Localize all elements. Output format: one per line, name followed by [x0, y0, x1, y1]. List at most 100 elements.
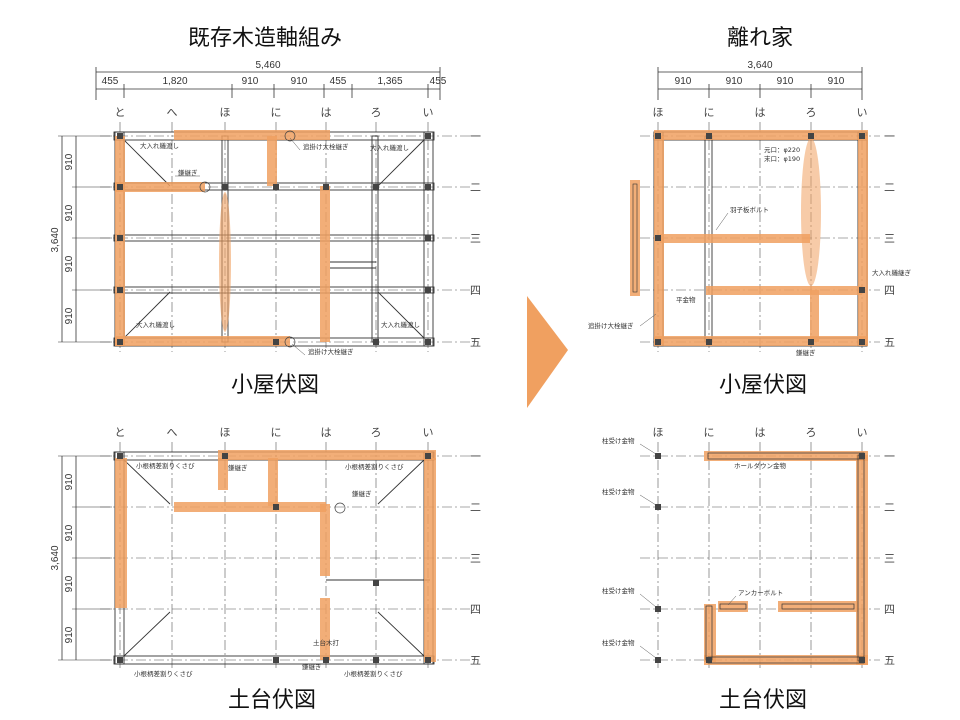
left-roof-plan: 5,460 455 1,820 910 910 455 1,365 455 と … [50, 60, 481, 356]
column-label: ほ [220, 426, 231, 439]
annotation: 鎌継ぎ [178, 168, 198, 177]
annotation: 鎌継ぎ [302, 662, 322, 671]
annotation: 柱受け金物 [602, 638, 635, 647]
annotation: 鎌継ぎ [796, 348, 816, 357]
span-dim: 455 [330, 76, 347, 87]
annotation: 大入れ蟻渡し [370, 143, 409, 152]
column-label: い [423, 426, 434, 439]
right-top-caption: 小屋伏図 [719, 373, 807, 398]
annotation: 大入れ蟻継ぎ [872, 268, 912, 277]
column-label: に [704, 426, 715, 439]
left-title: 既存木造軸組み [188, 26, 342, 51]
annotation: 鎌継ぎ [228, 463, 248, 472]
row-label: 一 [884, 450, 895, 463]
span-dim: 910 [726, 76, 743, 87]
span-dim: 1,365 [377, 76, 402, 87]
row-label: 二 [884, 181, 895, 194]
annotation: 追掛け大栓継ぎ [303, 142, 349, 151]
row-label: 五 [884, 654, 895, 667]
annotation: 土台木打 [313, 638, 340, 647]
column-label: へ [167, 106, 178, 119]
column-label: と [115, 106, 126, 119]
overall-width-dim: 5,460 [255, 60, 280, 71]
row-span-dim: 910 [64, 473, 75, 490]
row-label: 五 [470, 654, 481, 667]
highlight-members [630, 130, 868, 346]
column-label: は [755, 106, 766, 119]
right-roof-plan: 3,640 910 910 910 910 ほ に は ろ い [588, 60, 912, 357]
row-span-dim: 910 [64, 255, 75, 272]
annotation: 大入れ蟻渡し [140, 141, 179, 150]
annotation: 追掛け大栓継ぎ [308, 347, 354, 356]
highlight-members [115, 130, 330, 346]
row-label: 四 [470, 603, 481, 616]
annotation: 柱受け金物 [602, 436, 635, 445]
row-label: 二 [470, 181, 481, 194]
overall-width-dim: 3,640 [747, 60, 772, 71]
column-label: へ [167, 426, 178, 439]
annotation: 小根柄差割りくさび [344, 669, 403, 678]
column-label: は [321, 106, 332, 119]
column-label: ろ [806, 426, 817, 439]
span-dim: 910 [828, 76, 845, 87]
annotation: 平金物 [676, 295, 696, 304]
annotation: 羽子板ボルト [730, 205, 769, 214]
column-label: ろ [806, 106, 817, 119]
left-foundation-plan: と へ ほ に は ろ い 3,640 910 910 910 910 [50, 426, 481, 678]
annotation: 小根柄差割りくさび [134, 669, 193, 678]
annotation: 追掛け大栓継ぎ [588, 321, 634, 330]
row-label: 五 [470, 336, 481, 349]
column-label: い [857, 106, 868, 119]
row-label: 一 [470, 130, 481, 143]
row-label: 三 [884, 232, 895, 245]
annotation: 元口：φ220 [764, 146, 800, 154]
column-label: ろ [371, 106, 382, 119]
span-dim: 455 [430, 76, 447, 87]
span-dim: 910 [242, 76, 259, 87]
row-span-dim: 910 [64, 153, 75, 170]
annotation: 鎌継ぎ [352, 489, 372, 498]
row-span-dim: 910 [64, 307, 75, 324]
column-label: ほ [653, 106, 664, 119]
row-span-dim: 910 [64, 524, 75, 541]
span-dim: 910 [291, 76, 308, 87]
annotation: 末口：φ190 [764, 154, 800, 163]
column-label: に [271, 426, 282, 439]
annotation: 小根柄差割りくさび [136, 461, 195, 470]
highlight-members [704, 451, 868, 665]
left-top-caption: 小屋伏図 [231, 373, 319, 398]
span-dim: 455 [102, 76, 119, 87]
annotation: 柱受け金物 [602, 487, 635, 496]
span-dim: 910 [675, 76, 692, 87]
annotation: ホールダウン金物 [734, 461, 787, 470]
column-label: い [423, 106, 434, 119]
column-label: ほ [220, 106, 231, 119]
span-dim: 910 [777, 76, 794, 87]
left-bottom-caption: 土台伏図 [228, 688, 316, 713]
row-label: 四 [884, 284, 895, 297]
column-label: に [704, 106, 715, 119]
row-label: 三 [470, 552, 481, 565]
row-label: 三 [470, 232, 481, 245]
row-label: 四 [470, 284, 481, 297]
row-label: 四 [884, 603, 895, 616]
column-label: は [321, 426, 332, 439]
annotation: アンカーボルト [738, 589, 783, 597]
column-label: ほ [653, 426, 664, 439]
row-span-dim: 910 [64, 575, 75, 592]
row-label: 五 [884, 336, 895, 349]
annotation: 大入れ蟻渡し [136, 320, 175, 329]
column-label: に [271, 106, 282, 119]
annotation: 大入れ蟻渡し [381, 320, 420, 329]
column-label: と [115, 426, 126, 439]
row-label: 二 [470, 501, 481, 514]
row-label: 二 [884, 501, 895, 514]
row-label: 一 [884, 130, 895, 143]
right-bottom-caption: 土台伏図 [719, 688, 807, 713]
annotation: 柱受け金物 [602, 586, 635, 595]
span-dim: 1,820 [162, 76, 187, 87]
right-title: 離れ家 [727, 26, 793, 51]
column-label: い [857, 426, 868, 439]
transform-arrow [527, 296, 568, 408]
